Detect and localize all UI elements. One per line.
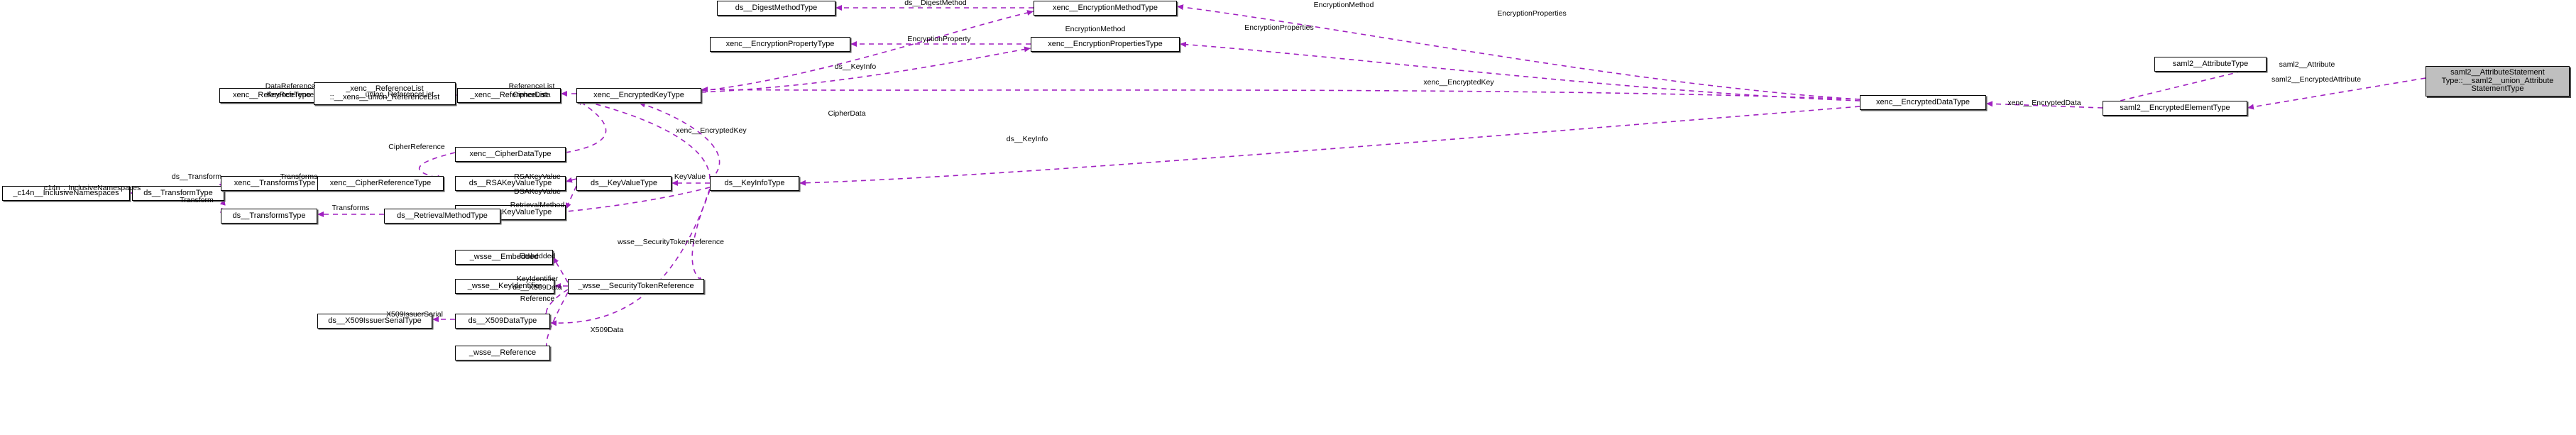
edge-xenc_EncryptedKeyType-to-xenc_EncryptionPropertiesType xyxy=(701,46,1031,93)
edge-saml2_AttributeStatement-to-saml2_EncryptedElementType xyxy=(2247,77,2426,110)
edge-ds_KeyInfoType-to-xenc_EncryptedKeyType xyxy=(638,101,720,181)
class-node-xenc_ReferenceListUnion[interactable]: _xenc__ReferenceList ::__xenc__union_Ref… xyxy=(314,82,456,105)
edge-wsse_SecurityTokenReference-to-ds_X509DataType xyxy=(543,289,569,319)
class-node-xenc_EncryptionPropertyType[interactable]: xenc__EncryptionPropertyType xyxy=(710,37,850,52)
class-node-ds_X509DataType[interactable]: ds__X509DataType xyxy=(455,314,550,329)
class-node-ds_TransformType[interactable]: ds__TransformType xyxy=(132,186,224,201)
edge-xenc_EncryptedKeyType-to-xenc_EncryptionMethodType xyxy=(701,10,1034,92)
class-node-saml2_AttributeType[interactable]: saml2__AttributeType xyxy=(2154,57,2267,72)
edge-ds_KeyValueType-to-ds_DSAKeyValueType xyxy=(565,185,577,210)
class-node-ds_KeyValueType[interactable]: ds__KeyValueType xyxy=(576,176,672,191)
class-node-wsse_KeyIdentifier[interactable]: _wsse__KeyIdentifier xyxy=(455,279,554,294)
edge-wsse_SecurityTokenReference-to-wsse_Embedded xyxy=(552,256,569,283)
class-node-xenc_EncryptionPropertiesType[interactable]: xenc__EncryptionPropertiesType xyxy=(1031,37,1180,52)
edge-ds_KeyInfoType-to-wsse_SecurityTokenReference xyxy=(691,188,711,283)
class-node-xenc_ReferenceType[interactable]: xenc__ReferenceType xyxy=(219,88,324,103)
edge-ds_KeyInfoType-to-ds_RetrievalMethodType xyxy=(500,187,711,219)
class-node-ds_X509IssuerSerialType[interactable]: ds__X509IssuerSerialType xyxy=(317,314,432,329)
edge-xenc_EncryptedKeyType-to-xenc_EncryptedDataType xyxy=(701,87,1860,100)
class-node-xenc_CipherReferenceType[interactable]: xenc__CipherReferenceType xyxy=(317,176,444,191)
edge-xenc_CipherDataType-to-xenc_CipherReferenceType xyxy=(418,152,456,181)
class-node-ds_KeyInfoType[interactable]: ds__KeyInfoType xyxy=(710,176,799,191)
edge-ds_KeyInfoType-to-xenc_EncryptedKeyType xyxy=(576,98,711,180)
edge-ds_KeyValueType-to-ds_RSAKeyValueType xyxy=(565,177,577,183)
edge-saml2_EncryptedElementType-to-saml2_AttributeType xyxy=(2102,64,2267,106)
class-node-xenc_ReferenceList[interactable]: _xenc__ReferenceList xyxy=(457,88,561,103)
class-node-wsse_Embedded[interactable]: _wsse__Embedded xyxy=(455,250,553,265)
edge-xenc_EncryptedDataType-to-xenc_EncryptionMethodType xyxy=(1176,4,1860,100)
class-node-ds_DigestMethodType[interactable]: ds__DigestMethodType xyxy=(717,1,835,16)
class-node-xenc_EncryptedKeyType[interactable]: xenc__EncryptedKeyType xyxy=(576,88,701,103)
class-node-wsse_Reference[interactable]: _wsse__Reference xyxy=(455,346,550,360)
edge-ds_KeyInfoType-to-ds_X509DataType xyxy=(549,189,711,326)
edge-wsse_SecurityTokenReference-to-wsse_Reference xyxy=(543,292,569,352)
class-node-saml2_AttributeStatement[interactable]: saml2__AttributeStatement Type::__saml2_… xyxy=(2426,66,2570,97)
class-node-c14n_InclusiveNamespaces[interactable]: _c14n__InclusiveNamespaces xyxy=(2,186,130,201)
class-node-xenc_EncryptedDataType[interactable]: xenc__EncryptedDataType xyxy=(1860,95,1986,110)
class-node-xenc_TransformsType[interactable]: xenc__TransformsType xyxy=(221,176,329,191)
edge-xenc_CipherDataType-to-xenc_EncryptedKeyType xyxy=(565,99,607,153)
edge-saml2_EncryptedElementType-to-xenc_EncryptedDataType xyxy=(1985,101,2103,109)
class-node-xenc_EncryptionMethodType[interactable]: xenc__EncryptionMethodType xyxy=(1034,1,1177,16)
class-node-ds_RSAKeyValueType[interactable]: ds__RSAKeyValueType xyxy=(455,176,566,191)
class-node-ds_TransformsType[interactable]: ds__TransformsType xyxy=(221,209,317,224)
class-node-xenc_CipherDataType[interactable]: xenc__CipherDataType xyxy=(455,147,566,162)
edge-xenc_EncryptedDataType-to-xenc_EncryptionPropertiesType xyxy=(1179,41,1860,101)
class-node-wsse_SecurityTokenReference[interactable]: _wsse__SecurityTokenReference xyxy=(568,279,704,294)
class-node-ds_RetrievalMethodType[interactable]: ds__RetrievalMethodType xyxy=(384,209,500,224)
class-node-saml2_EncryptedElementType[interactable]: saml2__EncryptedElementType xyxy=(2103,101,2247,116)
edge-xenc_EncryptedDataType-to-ds_KeyInfoType xyxy=(799,106,1860,186)
